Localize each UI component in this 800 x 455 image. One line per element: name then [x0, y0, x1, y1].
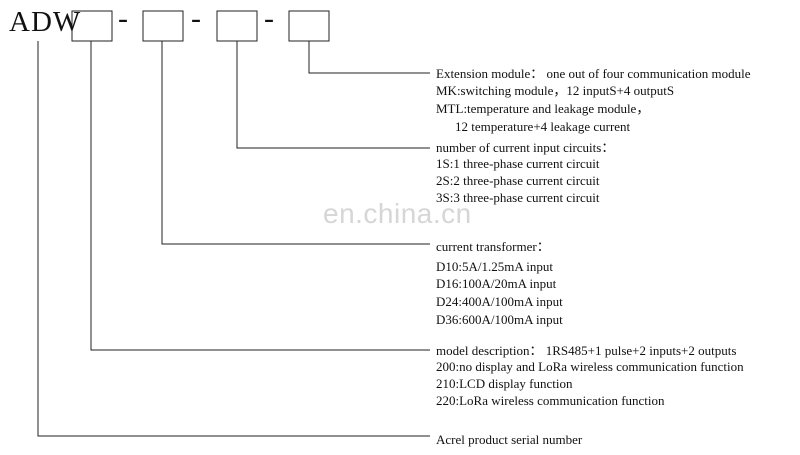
extension-line: MTL:temperature and leakage module， — [436, 101, 650, 116]
leader-transformer — [161, 41, 430, 245]
current-circuits-line: 1S:1 three-phase current circuit — [436, 156, 600, 171]
extension-line: MK:switching module，12 inputS+4 outputS — [436, 83, 675, 98]
code-separator-2: - — [191, 2, 201, 35]
leader-extension — [308, 41, 430, 74]
leader-serial — [37, 41, 430, 437]
transformer-line: D16:100A/20mA input — [436, 276, 557, 291]
code-box-3 — [216, 10, 258, 42]
current-circuits-line: 2S:2 three-phase current circuit — [436, 173, 600, 188]
model-line: 210:LCD display function — [436, 376, 573, 391]
current-circuits-line: 3S:3 three-phase current circuit — [436, 190, 600, 205]
transformer-line: D10:5A/1.25mA input — [436, 259, 554, 274]
code-separator-1: - — [118, 2, 128, 35]
transformer-line: D24:400A/100mA input — [436, 294, 563, 309]
code-box-4 — [288, 10, 330, 42]
transformer-title: current transformer： — [436, 239, 550, 254]
model-line: 200:no display and LoRa wireless communi… — [436, 359, 744, 374]
leader-model — [90, 41, 430, 351]
leader-current-circuits — [236, 41, 430, 149]
transformer-line: D36:600A/100mA input — [436, 312, 563, 327]
extension-title: Extension module： one out of four commun… — [436, 66, 751, 81]
code-box-2 — [142, 10, 184, 42]
code-separator-3: - — [264, 2, 274, 35]
extension-line: 12 temperature+4 leakage current — [455, 119, 631, 134]
code-box-1 — [71, 10, 113, 42]
serial-title: Acrel product serial number — [436, 432, 583, 447]
model-line: 220:LoRa wireless communication function — [436, 393, 665, 408]
watermark: en.china.cn — [323, 198, 472, 229]
current-circuits-title: number of current input circuits： — [436, 140, 615, 155]
code-prefix: ADW — [9, 6, 82, 38]
model-title: model description： 1RS485+1 pulse+2 inpu… — [436, 343, 737, 358]
